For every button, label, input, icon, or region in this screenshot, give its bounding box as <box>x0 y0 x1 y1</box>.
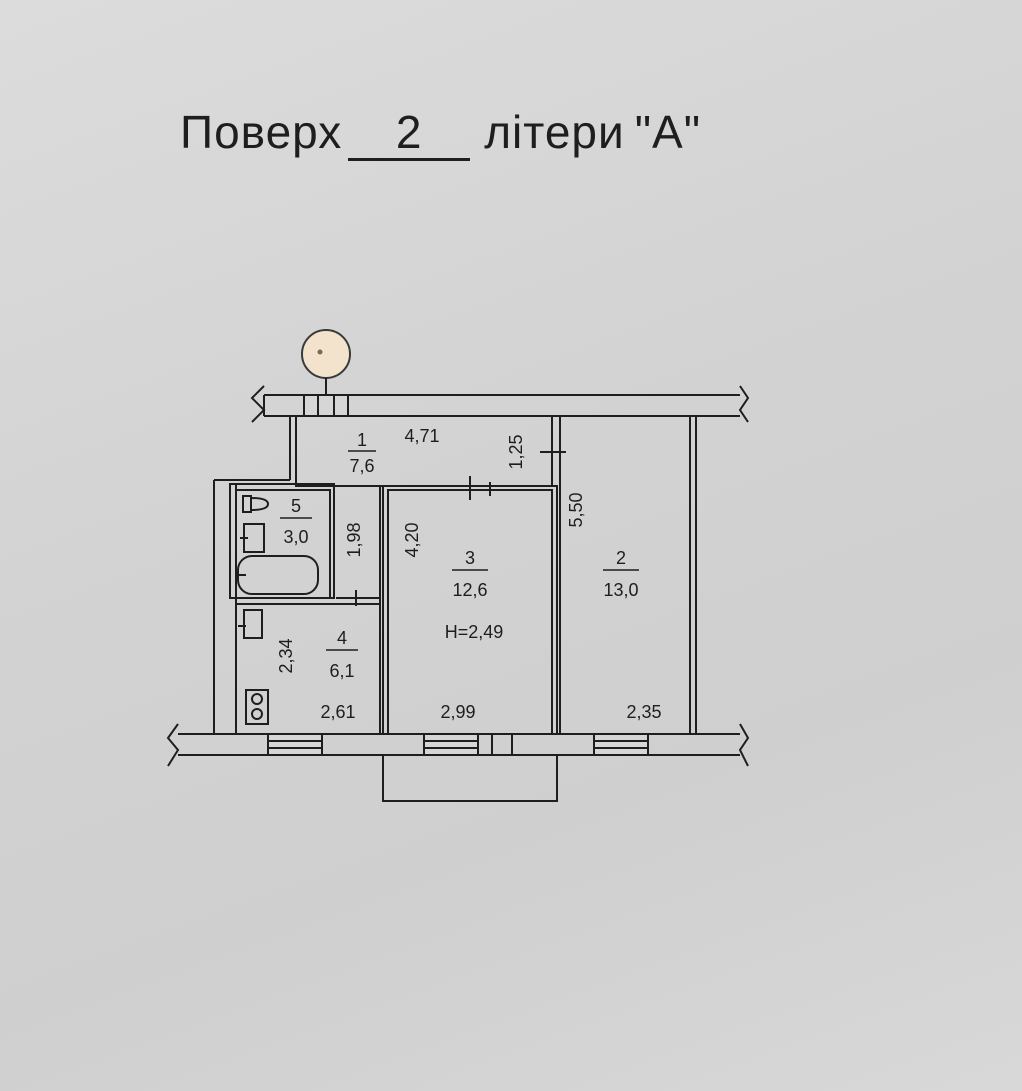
dim-passage-length: 1,98 <box>344 522 364 557</box>
floor-word: Поверх <box>180 106 343 158</box>
room-5-number: 5 <box>291 496 301 516</box>
room-labels: 1 7,6 5 3,0 3 12,6 H=2,49 2 13,0 4 6,1 <box>280 430 639 681</box>
ceiling-height: H=2,49 <box>445 622 504 642</box>
sink-icon <box>240 523 265 553</box>
floor-number: 2 <box>348 106 471 161</box>
room-2-number: 2 <box>616 548 626 568</box>
bottom-wall <box>166 723 750 767</box>
room-2 <box>559 415 691 735</box>
room-4-kitchen <box>235 603 381 735</box>
dim-kitchen-depth: 2,34 <box>276 638 296 673</box>
room-3-number: 3 <box>465 548 475 568</box>
room-1-number: 1 <box>357 430 367 450</box>
north-marker-icon <box>301 329 351 394</box>
stove-icon <box>245 689 269 725</box>
kitchen-sink-icon <box>238 609 263 639</box>
dim-corridor-length: 4,71 <box>404 426 439 446</box>
dim-room2-depth: 5,50 <box>566 492 586 527</box>
dim-room2-width: 2,35 <box>626 702 661 722</box>
dimension-labels: 4,71 1,25 1,98 4,20 5,50 2,34 2,61 2,99 … <box>276 426 662 722</box>
room-1-area: 7,6 <box>349 456 374 476</box>
room-5-area: 3,0 <box>283 527 308 547</box>
toilet-icon <box>242 495 270 513</box>
room-2-area: 13,0 <box>603 580 638 600</box>
dim-kitchen-width: 2,61 <box>320 702 355 722</box>
room-3-area: 12,6 <box>452 580 487 600</box>
room-4-area: 6,1 <box>329 661 354 681</box>
bathtub-icon <box>236 555 319 595</box>
dim-room3-depth: 4,20 <box>402 522 422 557</box>
letter-phrase: літери <box>484 106 625 158</box>
room-4-number: 4 <box>337 628 347 648</box>
left-wall <box>213 395 297 734</box>
letter-value: "A" <box>634 106 702 158</box>
balcony <box>382 754 558 802</box>
dim-room3-width: 2,99 <box>440 702 475 722</box>
dim-corridor-width: 1,25 <box>506 434 526 469</box>
